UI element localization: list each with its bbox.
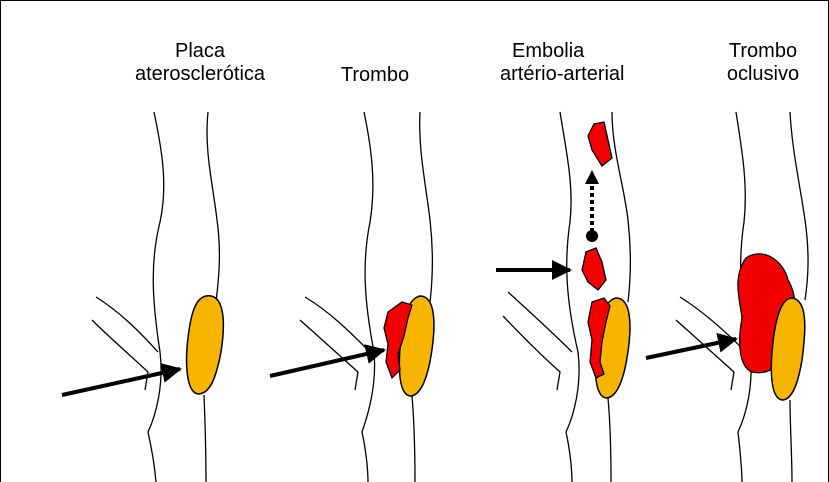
artery-3-left-wall	[560, 112, 579, 482]
artery-4-branch-lower	[676, 320, 734, 390]
embolus-lower	[582, 248, 606, 290]
artery-1-branch-upper	[96, 297, 158, 352]
artery-3-branch-upper	[508, 292, 572, 352]
arrow-4	[646, 339, 736, 358]
panel-1-plaque	[62, 112, 223, 482]
artery-2-branch-upper	[305, 297, 370, 352]
embolus-upper	[588, 122, 612, 166]
arrow-1	[62, 369, 180, 395]
plaque-1	[187, 296, 224, 394]
arrow-2	[270, 350, 384, 376]
artery-3-right-wall	[608, 112, 630, 482]
artery-2-left-wall	[362, 112, 375, 482]
panel-3-embolism	[496, 112, 630, 482]
panel-4-occlusive	[646, 112, 808, 482]
artery-1-left-wall	[148, 112, 164, 482]
artery-3-branch-lower	[503, 316, 560, 390]
panel-2-thrombus	[270, 112, 434, 482]
embolism-arrowhead	[585, 170, 599, 184]
artery-2-branch-lower	[300, 320, 358, 390]
